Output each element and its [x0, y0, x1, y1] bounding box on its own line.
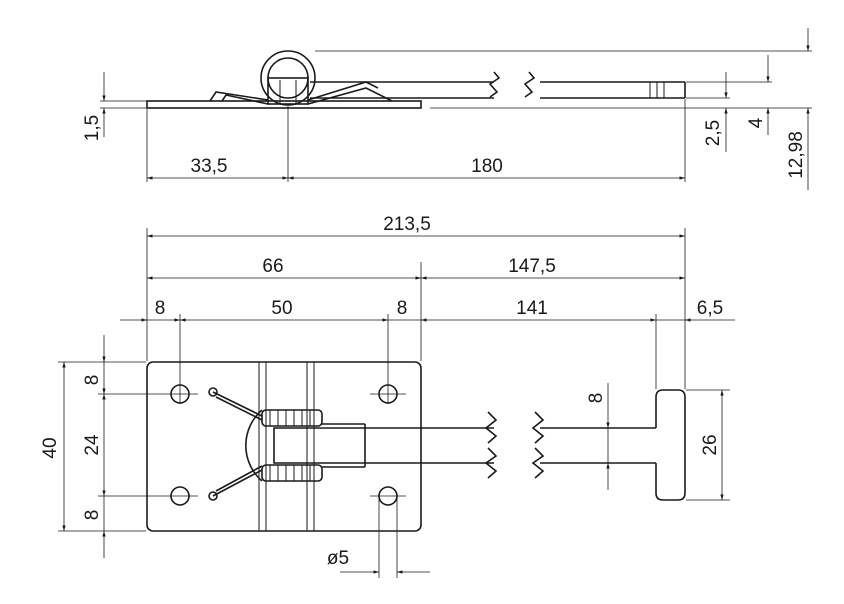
dim-overall-length: 213,5 — [383, 214, 431, 235]
dim-shaft-width: 8 — [586, 393, 607, 404]
dim-side-hinge-offset: 33,5 — [191, 156, 228, 177]
spring-coil-bottom — [261, 464, 323, 482]
dim-side-hook-thickness: 2,5 — [703, 120, 724, 146]
dim-hole-spacing: 50 — [271, 298, 292, 319]
dim-side-arm-length: 180 — [471, 156, 503, 177]
side-base-plate — [146, 100, 422, 109]
dim-plate-length: 66 — [262, 256, 283, 277]
side-hinge-barrel — [260, 50, 316, 106]
spring-pin — [208, 491, 218, 501]
dim-hole-diameter: ø5 — [327, 548, 349, 569]
dim-hole-spacing-vertical: 24 — [82, 434, 103, 456]
dim-side-hook-height: 4 — [746, 117, 767, 128]
side-hinge-core — [267, 77, 309, 105]
hook-arm-end — [273, 427, 365, 464]
spring-wire-top — [212, 391, 263, 417]
dim-tee-height: 26 — [700, 434, 721, 455]
plate-cutout — [245, 409, 263, 482]
spring-wire-bottom — [212, 469, 263, 497]
dim-side-thickness: 1,5 — [82, 115, 103, 141]
plan-view: 213,5 66 147,5 8 50 8 141 6,5 40 8 24 — [40, 214, 735, 578]
side-view: 1,5 33,5 180 2,5 4 12,98 — [82, 28, 812, 190]
side-spring-left — [209, 91, 269, 102]
dim-side-total-height: 12,98 — [786, 131, 807, 179]
dim-arm-length: 147,5 — [508, 256, 556, 277]
dim-edge-bottom: 8 — [82, 510, 103, 521]
plan-base-plate — [146, 361, 422, 532]
tee-head — [655, 389, 686, 501]
dim-edge-top: 8 — [82, 375, 103, 386]
spring-pin — [208, 387, 218, 397]
dim-edge-right: 8 — [397, 298, 408, 319]
spring-coil-top — [261, 409, 323, 427]
dim-shaft-length: 141 — [516, 298, 548, 319]
dim-plate-width: 40 — [40, 437, 61, 458]
dim-edge-left: 8 — [155, 298, 166, 319]
dim-tee-width: 6,5 — [697, 298, 723, 319]
